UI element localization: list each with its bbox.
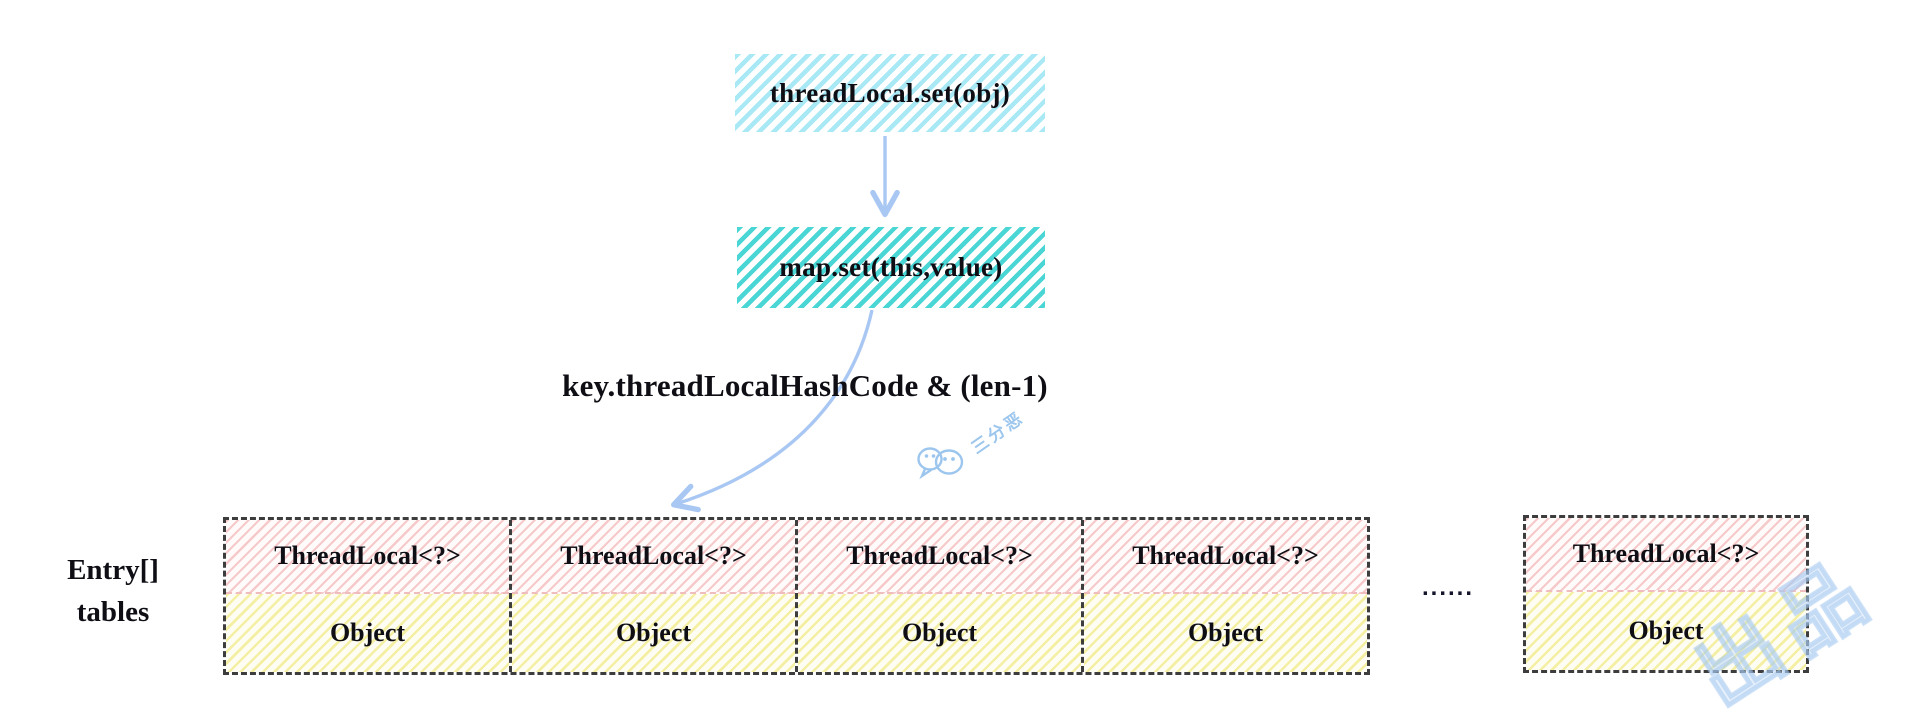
- entry-array-group: ThreadLocal<?> Object ThreadLocal<?> Obj…: [223, 517, 1370, 675]
- flow-box-threadlocal-set-label: threadLocal.set(obj): [769, 77, 1011, 108]
- brand-watermark: 三分恶: [913, 408, 1053, 510]
- entry-key-cell: ThreadLocal<?>: [226, 520, 509, 594]
- entry-value-cell: Object: [1084, 594, 1367, 672]
- entry-key-cell: ThreadLocal<?>: [1084, 520, 1367, 594]
- entry-cell-3: ThreadLocal<?> Object: [1081, 520, 1367, 672]
- entry-cell-1: ThreadLocal<?> Object: [509, 520, 795, 672]
- entry-cell-4: ThreadLocal<?> Object: [1523, 515, 1809, 673]
- hashcode-formula-label: key.threadLocalHashCode & (len-1): [562, 368, 1048, 403]
- flow-box-threadlocal-set: threadLocal.set(obj): [735, 54, 1045, 132]
- entry-value-cell: Object: [512, 594, 795, 672]
- flow-box-map-set: map.set(this,value): [737, 227, 1045, 308]
- entry-value-cell: Object: [1526, 592, 1806, 670]
- entry-tables-label: Entry[] tables: [38, 549, 188, 633]
- entry-cell-2: ThreadLocal<?> Object: [795, 520, 1081, 672]
- entry-tables-label-line2: tables: [76, 596, 150, 629]
- brand-watermark-text: 三分恶: [967, 407, 1029, 459]
- arrow-map-to-entry: [671, 309, 874, 513]
- entry-value-cell: Object: [226, 594, 509, 672]
- entry-key-cell: ThreadLocal<?>: [798, 520, 1081, 594]
- entry-tables-label-line1: Entry[]: [67, 554, 159, 586]
- entry-key-cell: ThreadLocal<?>: [512, 520, 795, 594]
- flow-box-map-set-label: map.set(this,value): [779, 252, 1003, 282]
- entry-cell-0: ThreadLocal<?> Object: [226, 520, 509, 672]
- chat-bubbles-icon: [917, 447, 964, 480]
- entry-key-cell: ThreadLocal<?>: [1526, 518, 1806, 592]
- entry-value-cell: Object: [798, 594, 1081, 672]
- array-ellipsis: ......: [1421, 574, 1474, 601]
